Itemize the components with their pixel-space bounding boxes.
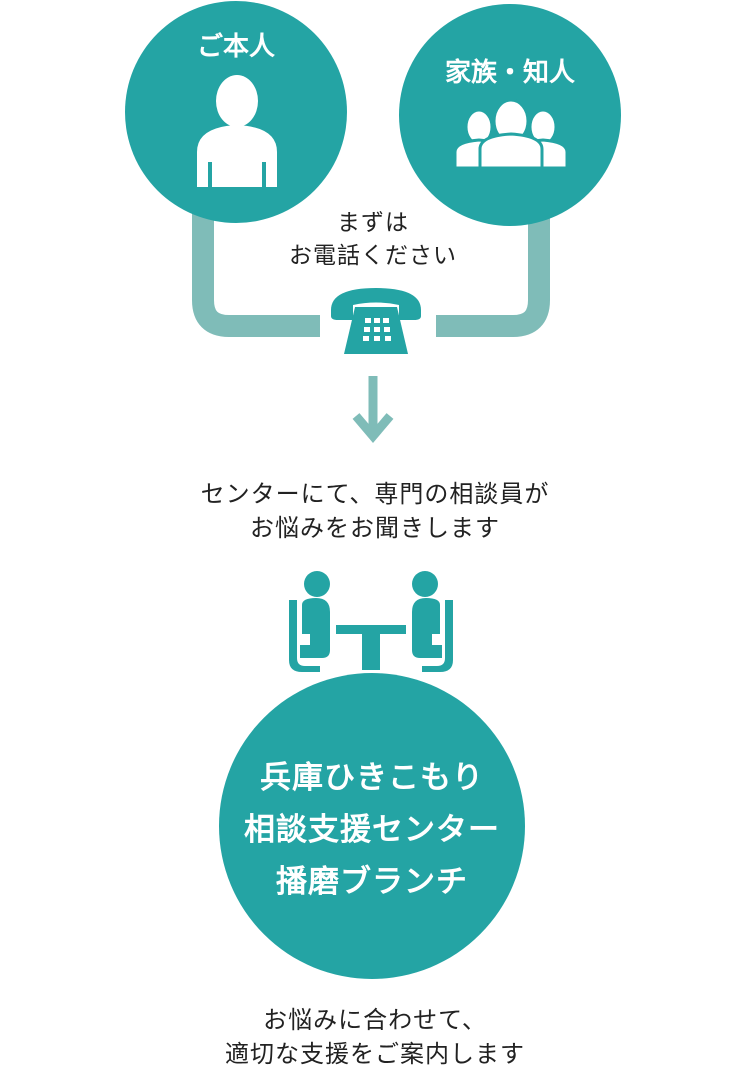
center-line-3: 播磨ブランチ bbox=[276, 864, 468, 900]
center-line-2: 相談支援センター bbox=[244, 812, 500, 848]
consultation-icon bbox=[289, 571, 453, 672]
call-line-2: お電話ください bbox=[289, 243, 457, 269]
connector-lines bbox=[192, 205, 550, 337]
family-label: 家族・知人 bbox=[444, 58, 575, 88]
support-line-1: お悩みに合わせて、 bbox=[263, 1006, 487, 1034]
arrow-down-icon bbox=[352, 376, 394, 443]
consult-line-2: お悩みをお聞きします bbox=[250, 514, 500, 542]
self-label: ご本人 bbox=[196, 32, 275, 62]
telephone-icon bbox=[331, 288, 421, 354]
consult-text: センターにて、専門の相談員が お悩みをお聞きします bbox=[120, 477, 630, 545]
center-circle bbox=[219, 673, 525, 979]
group-icon bbox=[453, 98, 569, 170]
support-line-2: 適切な支援をご案内します bbox=[225, 1040, 525, 1068]
call-line-1: まずは bbox=[337, 210, 409, 236]
center-name: 兵庫ひきこもり 相談支援センター 播磨ブランチ bbox=[222, 752, 522, 908]
support-text: お悩みに合わせて、 適切な支援をご案内します bbox=[140, 1003, 610, 1071]
connector-left bbox=[192, 205, 320, 337]
center-line-1: 兵庫ひきこもり bbox=[260, 760, 484, 796]
connector-right bbox=[436, 205, 550, 337]
call-instruction: まずは お電話ください bbox=[258, 207, 488, 273]
person-icon bbox=[197, 75, 277, 187]
consult-line-1: センターにて、専門の相談員が bbox=[200, 480, 550, 508]
